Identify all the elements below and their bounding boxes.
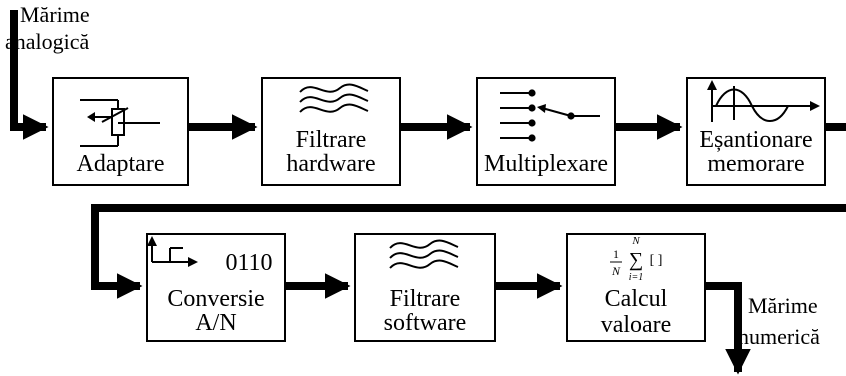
- filter-wave-icon: [299, 83, 369, 113]
- block-multiplexare: Multiplexare: [476, 77, 616, 186]
- block-filtrare-software: Filtrare software: [354, 233, 496, 342]
- block-calcul: 1 N N ∑ i=1 [ ] Calcul valoare: [566, 233, 706, 342]
- return-arrow-to-conversie: [91, 204, 846, 299]
- formula-brackets: [ ]: [650, 253, 663, 268]
- block-conversie-label1: Conversie: [167, 286, 264, 312]
- block-filtrare-hardware-label2: hardware: [286, 151, 375, 177]
- block-filtrare-hardware-label1: Filtrare: [296, 127, 367, 153]
- block-multiplexare-label: Multiplexare: [484, 151, 608, 177]
- adc-step-icon: [147, 236, 198, 267]
- formula-lower-limit: i=1: [629, 272, 644, 283]
- block-adaptare-label: Adaptare: [77, 151, 165, 177]
- average-formula: 1 N N ∑ i=1 [ ]: [610, 235, 662, 283]
- formula-upper-limit: N: [631, 235, 640, 247]
- block-conversie-label2: A/N: [195, 310, 236, 336]
- wiper-arrow-icon: [87, 112, 95, 122]
- input-label-line2: analogică: [5, 29, 90, 54]
- sigma-icon: ∑: [629, 249, 643, 271]
- formula-denominator: N: [611, 264, 621, 278]
- block-esantionare-label2: memorare: [707, 151, 804, 177]
- output-label-line1: Mărime: [748, 293, 818, 318]
- output-label-line2: numerică: [738, 324, 820, 349]
- block-filtrare-software-label2: software: [384, 310, 467, 336]
- input-label-line1: Mărime: [20, 2, 90, 27]
- block-calcul-label2: valoare: [601, 312, 672, 338]
- block-filtrare-software-label1: Filtrare: [390, 286, 461, 312]
- multiplexer-switch-icon: [500, 89, 600, 142]
- block-esantionare: Eșantionare memorare: [686, 77, 826, 186]
- formula-numerator: 1: [613, 247, 619, 261]
- conversion-code: 0110: [225, 250, 272, 276]
- block-conversie: 0110 Conversie A/N: [146, 233, 286, 342]
- block-filtrare-hardware: Filtrare hardware: [261, 77, 401, 186]
- filter-wave-icon: [389, 239, 459, 269]
- sample-hold-icon: [707, 80, 820, 122]
- output-arrow: [705, 282, 751, 375]
- block-esantionare-label1: Eșantionare: [699, 127, 812, 153]
- block-adaptare: Adaptare: [52, 77, 189, 186]
- block-calcul-label1: Calcul: [605, 286, 668, 312]
- input-arrow: [10, 10, 49, 140]
